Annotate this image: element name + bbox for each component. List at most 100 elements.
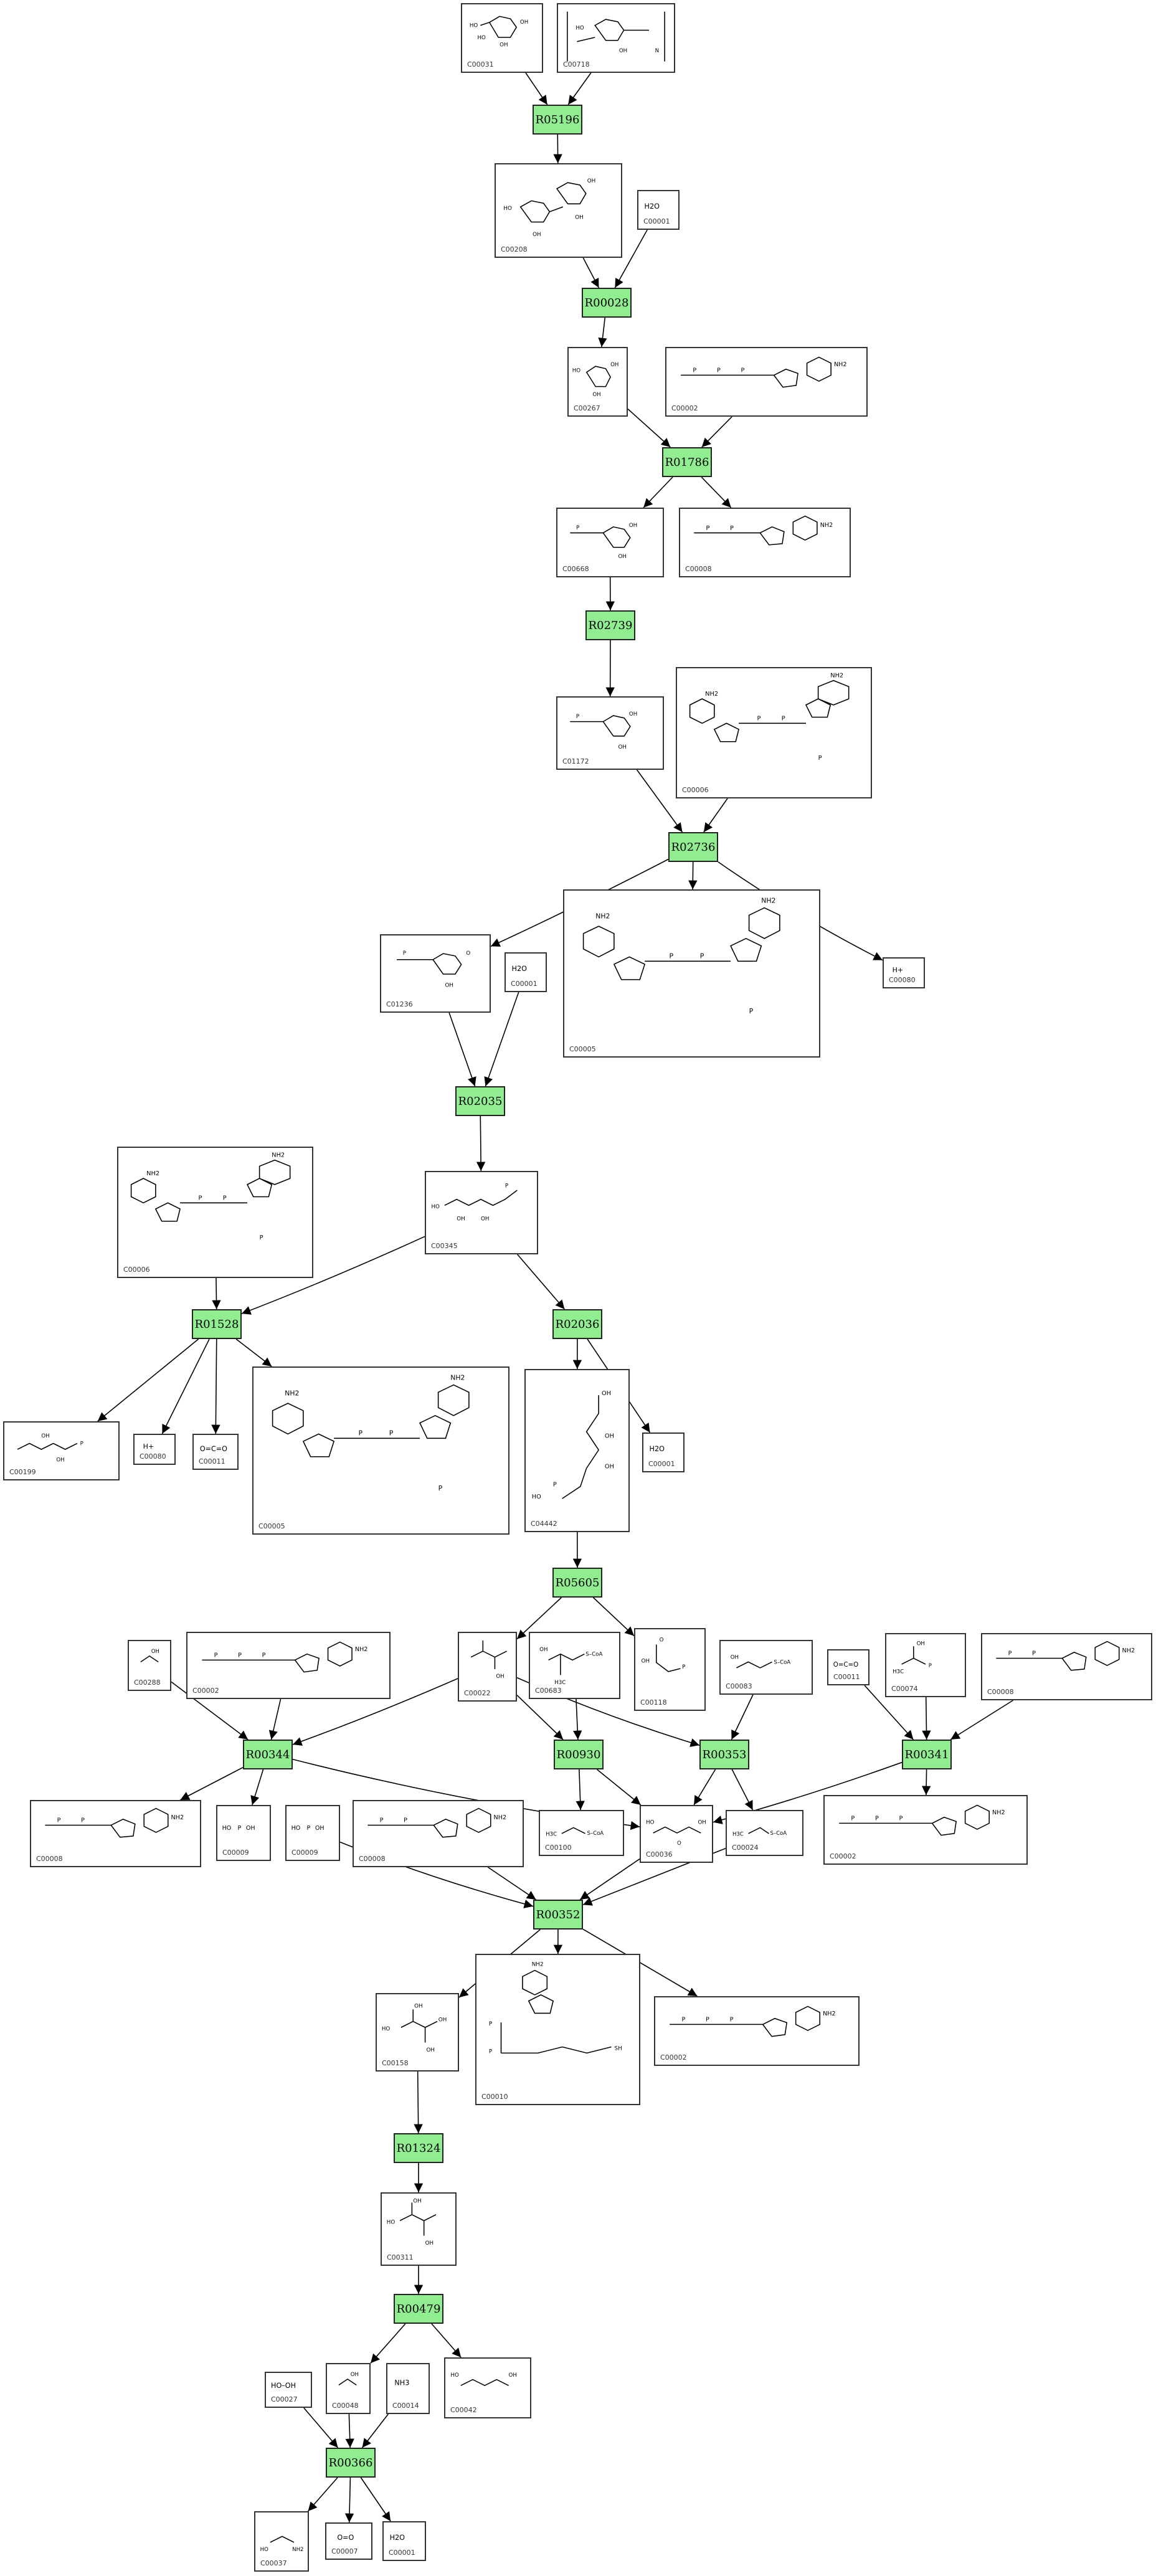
svg-text:OH: OH [481,1216,489,1223]
compound-box[interactable]: NH3 C00014 [386,2363,430,2414]
compound-id: C00005 [569,1045,596,1053]
svg-text:NH2: NH2 [494,1814,507,1821]
svg-text:OH: OH [315,1825,325,1832]
reaction-node[interactable]: R02736 [668,832,718,862]
compound-box[interactable]: HO–OH C00027 [265,2372,312,2408]
compound-box[interactable]: OH C00288 [128,1640,171,1691]
compound-box[interactable]: O=C=O C00011 [192,1434,239,1470]
reaction-node[interactable]: R00479 [394,2294,443,2324]
reaction-node[interactable]: R00353 [699,1740,749,1769]
svg-text:NH2: NH2 [1122,1647,1135,1654]
glyoxylate-structure: OH [338,2372,359,2385]
reaction-node[interactable]: R02036 [552,1309,602,1339]
svg-text:P: P [818,755,822,762]
svg-text:OH: OH [642,1658,650,1664]
compound-id: C00208 [501,245,528,253]
reaction-node[interactable]: R05196 [533,105,582,135]
svg-text:P: P [851,1816,855,1822]
compound-box[interactable]: H2O C00001 [642,1432,685,1472]
reaction-node[interactable]: R00352 [533,1900,583,1930]
water-structure: H2O [650,1445,665,1453]
compound-box[interactable]: O=O C00007 [325,2522,372,2560]
compound-box[interactable]: OH C00048 [326,2363,371,2414]
pathway-edge [864,1685,914,1740]
svg-text:OH: OH [533,232,541,238]
compound-box[interactable]: H+ C00080 [133,1434,176,1465]
compound-box[interactable]: H2O C00001 [637,190,680,230]
compound-box[interactable]: OH C00022 [458,1632,517,1702]
reaction-node[interactable]: R02035 [455,1086,505,1116]
svg-text:NH2: NH2 [830,673,843,680]
compound-box[interactable]: H2O C00001 [505,952,547,992]
svg-text:P: P [57,1817,61,1824]
svg-text:OH: OH [629,523,637,529]
svg-text:NH2: NH2 [705,691,718,698]
compound-box[interactable]: H2O C00001 [382,2521,426,2561]
reaction-node[interactable]: R00341 [902,1740,952,1769]
reaction-node[interactable]: R05605 [552,1568,602,1598]
reaction-node[interactable]: R01324 [394,2133,443,2163]
reaction-node[interactable]: R00366 [326,2448,376,2478]
svg-text:HO: HO [477,35,486,41]
compound-id: C00005 [258,1522,285,1530]
svg-text:P: P [749,1007,754,1015]
svg-text:OH: OH [438,2017,447,2024]
compound-box[interactable]: O=C=O C00011 [827,1649,869,1685]
reaction-node[interactable]: R00930 [554,1740,604,1769]
svg-text:P: P [741,367,745,374]
reaction-node[interactable]: R00344 [243,1740,293,1769]
svg-text:P: P [505,1183,508,1189]
svg-text:OH: OH [602,1390,611,1397]
compound-id: C00001 [511,980,538,988]
svg-text:OH: OH [457,1216,465,1223]
svg-text:P: P [489,2021,493,2027]
reaction-node[interactable]: R02739 [585,610,635,640]
reaction-node[interactable]: R00028 [582,288,632,318]
reaction-node[interactable]: R01528 [192,1309,242,1339]
compound-box[interactable]: H+ C00080 [883,957,925,988]
svg-text:NH2: NH2 [992,1809,1005,1816]
svg-text:OH: OH [587,178,595,184]
reaction-node[interactable]: R01786 [662,447,712,477]
